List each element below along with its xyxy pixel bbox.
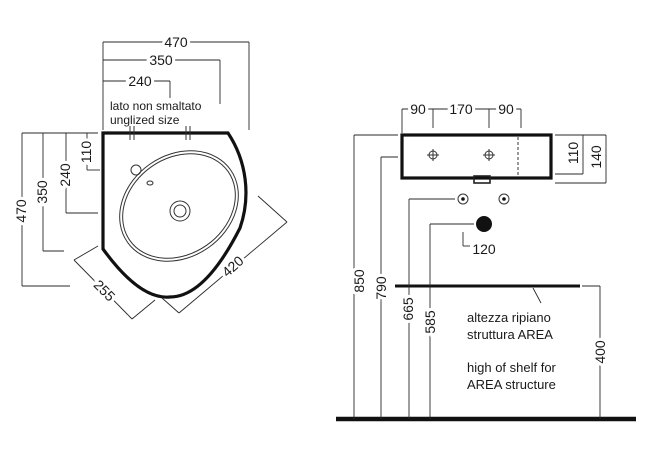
waste-outlet-icon — [476, 216, 492, 232]
tap-hole-icon — [130, 164, 142, 176]
dim-120: 120 — [472, 241, 496, 257]
basin-front — [400, 133, 553, 180]
note-shelf-it-1: altezza ripiano — [467, 310, 551, 325]
dim-470-top: 470 — [164, 34, 188, 50]
drain-icon — [169, 200, 191, 222]
dim-90-right: 90 — [498, 101, 514, 117]
dim-110-left: 110 — [78, 141, 94, 164]
water-supply-icon — [457, 193, 469, 205]
dim-170: 170 — [449, 101, 473, 117]
bracket-hole-icon — [427, 149, 439, 161]
overflow-icon — [146, 180, 154, 186]
dim-240-top: 240 — [128, 73, 152, 89]
dim-790: 790 — [373, 276, 389, 300]
bracket-hole-icon — [483, 149, 495, 161]
inner-bowl — [119, 150, 239, 262]
note-shelf-it-2: struttura AREA — [467, 327, 553, 342]
dim-470-left: 470 — [13, 199, 29, 223]
label-unglazed-it: lato non smaltato — [110, 99, 202, 113]
dim-90-left: 90 — [410, 101, 426, 117]
water-supply-icon — [498, 193, 510, 205]
side-view: 90 170 90 110 140 120 850 790 — [336, 98, 636, 422]
dim-400: 400 — [592, 340, 608, 364]
dim-350-left: 350 — [34, 180, 50, 204]
basin-outline — [101, 131, 248, 299]
note-shelf-en-1: high of shelf for — [467, 360, 557, 375]
dim-665: 665 — [400, 297, 416, 321]
dim-140-side: 140 — [588, 145, 604, 169]
dim-850: 850 — [351, 269, 367, 293]
label-unglazed-en: unglized size — [110, 113, 180, 127]
dim-110-side: 110 — [565, 142, 581, 165]
note-shelf-en-2: AREA structure — [467, 377, 556, 392]
drain-outlet — [473, 175, 491, 184]
top-view: 470 350 240 lato non smaltato unglized s… — [10, 31, 288, 320]
dim-585: 585 — [422, 310, 438, 334]
dim-350-top: 350 — [149, 52, 173, 68]
dim-240-left: 240 — [57, 163, 73, 187]
